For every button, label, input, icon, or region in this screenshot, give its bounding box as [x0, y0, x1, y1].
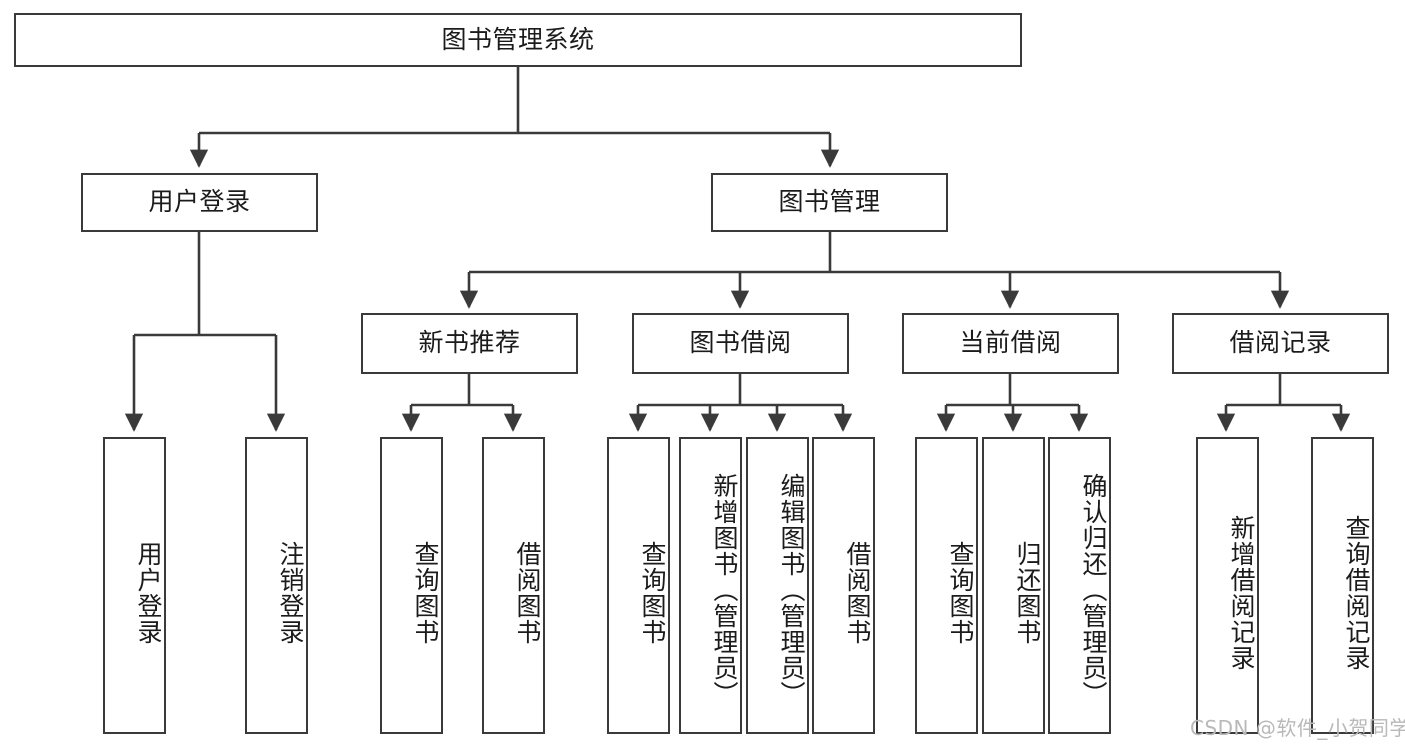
node-label: 借阅图书 [513, 540, 542, 645]
node-current-borrow[interactable]: 当前借阅 [902, 313, 1119, 374]
node-label: 查询图书 [638, 540, 667, 645]
leaf-add-book-admin[interactable]: 新增图书（管理员） [679, 437, 742, 734]
node-label: 用户登录 [148, 187, 251, 217]
node-label: 借阅记录 [1229, 328, 1332, 358]
node-root-book-management-system[interactable]: 图书管理系统 [14, 13, 1022, 67]
node-label: 当前借阅 [959, 328, 1062, 358]
node-label: 确认归还（管理员） [1079, 472, 1108, 707]
node-label: 图书借阅 [689, 328, 792, 358]
leaf-logout-login[interactable]: 注销登录 [245, 437, 308, 734]
node-label: 查询图书 [946, 540, 975, 645]
node-new-book-recommend[interactable]: 新书推荐 [361, 313, 578, 374]
node-book-borrow[interactable]: 图书借阅 [632, 313, 849, 374]
leaf-user-login[interactable]: 用户登录 [103, 437, 166, 734]
leaf-return-book[interactable]: 归还图书 [982, 437, 1045, 734]
node-borrow-record[interactable]: 借阅记录 [1172, 313, 1389, 374]
leaf-query-borrow-record[interactable]: 查询借阅记录 [1311, 437, 1374, 734]
leaf-confirm-return-admin[interactable]: 确认归还（管理员） [1048, 437, 1111, 734]
csdn-watermark: CSDN @软件_小贺同学 [1190, 716, 1405, 740]
node-user-login[interactable]: 用户登录 [81, 173, 318, 232]
node-label: 新增图书（管理员） [710, 472, 739, 707]
node-label: 注销登录 [276, 540, 305, 645]
node-label: 图书管理系统 [441, 24, 595, 54]
leaf-query-book-2[interactable]: 查询图书 [607, 437, 670, 734]
node-label: 查询借阅记录 [1342, 514, 1371, 671]
leaf-borrow-book-1[interactable]: 借阅图书 [482, 437, 545, 734]
leaf-add-borrow-record[interactable]: 新增借阅记录 [1196, 437, 1259, 734]
node-label: 归还图书 [1013, 540, 1042, 645]
node-label: 用户登录 [134, 540, 163, 645]
node-label: 借阅图书 [843, 540, 872, 645]
leaf-query-book-1[interactable]: 查询图书 [380, 437, 443, 734]
node-label: 编辑图书（管理员） [777, 472, 806, 707]
node-book-management[interactable]: 图书管理 [711, 173, 948, 232]
node-label: 图书管理 [778, 187, 881, 217]
node-label: 新增借阅记录 [1227, 514, 1256, 671]
leaf-borrow-book-2[interactable]: 借阅图书 [812, 437, 875, 734]
leaf-query-book-3[interactable]: 查询图书 [915, 437, 978, 734]
node-label: 查询图书 [411, 540, 440, 645]
leaf-edit-book-admin[interactable]: 编辑图书（管理员） [746, 437, 809, 734]
node-label: 新书推荐 [418, 328, 521, 358]
